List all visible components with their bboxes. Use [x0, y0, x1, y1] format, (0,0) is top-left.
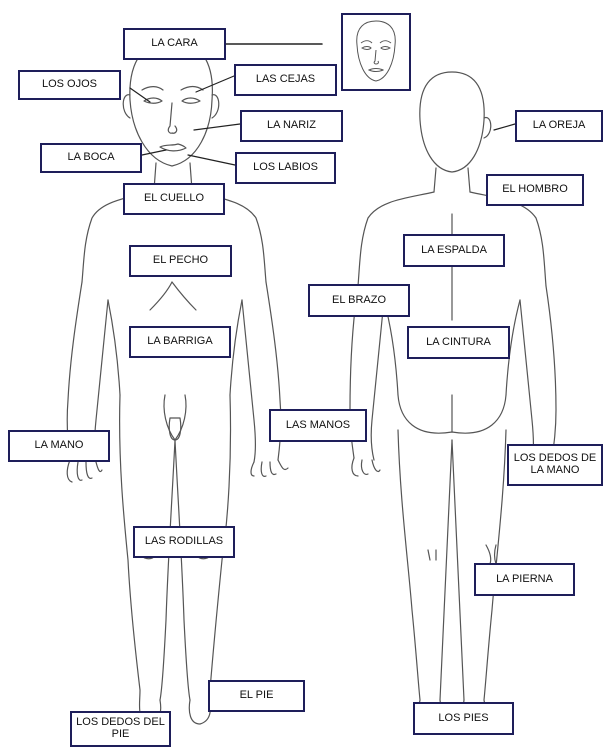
- label-la-mano: LA MANO: [8, 430, 110, 462]
- label-la-barriga: LA BARRIGA: [129, 326, 231, 358]
- label-las-rodillas: LAS RODILLAS: [133, 526, 235, 558]
- label-la-nariz: LA NARIZ: [240, 110, 343, 142]
- label-la-pierna: LA PIERNA: [474, 563, 575, 596]
- label-el-pie: EL PIE: [208, 680, 305, 712]
- label-las-cejas: LAS CEJAS: [234, 64, 337, 96]
- face-icon: [343, 15, 409, 89]
- label-las-manos: LAS MANOS: [269, 409, 367, 442]
- label-la-espalda: LA ESPALDA: [403, 234, 505, 267]
- label-la-cintura: LA CINTURA: [407, 326, 510, 359]
- label-los-labios: LOS LABIOS: [235, 152, 336, 184]
- label-el-hombro: EL HOMBRO: [486, 174, 584, 206]
- label-los-dedos-del-pie: LOS DEDOS DEL PIE: [70, 711, 171, 747]
- label-el-cuello: EL CUELLO: [123, 183, 225, 215]
- label-el-brazo: EL BRAZO: [308, 284, 410, 317]
- face-inset-image: [341, 13, 411, 91]
- label-la-oreja: LA OREJA: [515, 110, 603, 142]
- label-la-boca: LA BOCA: [40, 143, 142, 173]
- label-el-pecho: EL PECHO: [129, 245, 232, 277]
- label-los-ojos: LOS OJOS: [18, 70, 121, 100]
- label-los-pies: LOS PIES: [413, 702, 514, 735]
- back-figure: [350, 72, 560, 724]
- label-la-cara: LA CARA: [123, 28, 226, 60]
- label-los-dedos-de-la-mano: LOS DEDOS DE LA MANO: [507, 444, 603, 486]
